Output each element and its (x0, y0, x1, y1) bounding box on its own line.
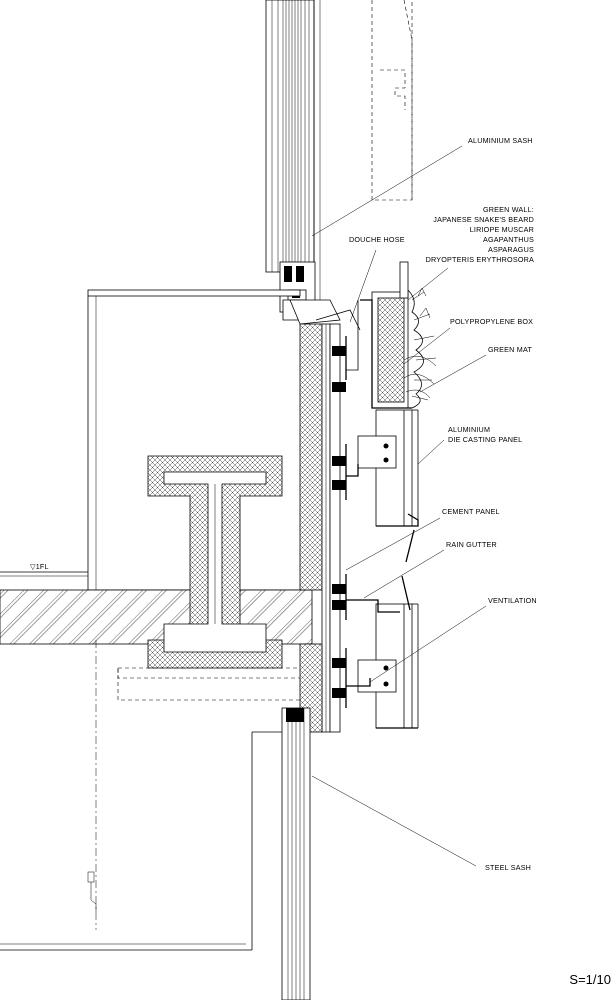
aluminium-sash-upper (265, 0, 321, 321)
upper-panel-dashed-outline (371, 0, 413, 201)
label-aluminium-sash: ALUMINIUM SASH (468, 136, 533, 145)
label-aluminium-panel-line1: ALUMINIUM (448, 425, 490, 434)
label-polypropylene-box: POLYPROPYLENE BOX (450, 317, 533, 326)
annotation-labels: ALUMINIUM SASH GREEN WALL: JAPANESE SNAK… (30, 136, 611, 987)
green-mat-plants (403, 287, 437, 409)
scale-label: S=1/10 (569, 972, 611, 987)
label-floor-level: ▽1FL (30, 562, 49, 571)
label-plant-5: DRYOPTERIS ERYTHROSORA (426, 255, 534, 264)
label-steel-sash: STEEL SASH (485, 863, 531, 872)
label-plant-3: AGAPANTHUS (483, 235, 534, 244)
label-plant-1: JAPANESE SNAKE'S BEARD (433, 215, 534, 224)
ceiling-dashed-outline (87, 640, 311, 930)
anchor-bolts (332, 336, 347, 708)
steel-beam (147, 455, 283, 669)
label-plant-2: LIRIOPE MUSCAR (470, 225, 534, 234)
cement-panel-wall (289, 299, 361, 733)
label-aluminium-panel-line2: DIE CASTING PANEL (448, 435, 522, 444)
label-plant-4: ASPARAGUS (488, 245, 534, 254)
label-rain-gutter: RAIN GUTTER (446, 540, 497, 549)
polypropylene-box (346, 261, 412, 409)
label-green-wall-title: GREEN WALL: (483, 205, 534, 214)
label-cement-panel: CEMENT PANEL (442, 507, 500, 516)
label-douche-hose: DOUCHE HOSE (349, 235, 405, 244)
steel-sash-lower (0, 707, 311, 1000)
aluminium-die-casting-panel-upper (346, 409, 419, 563)
label-green-mat: GREEN MAT (488, 345, 532, 354)
aluminium-die-casting-panel-lower (346, 575, 419, 729)
label-ventilation: VENTILATION (488, 596, 537, 605)
leader-lines (311, 145, 487, 867)
